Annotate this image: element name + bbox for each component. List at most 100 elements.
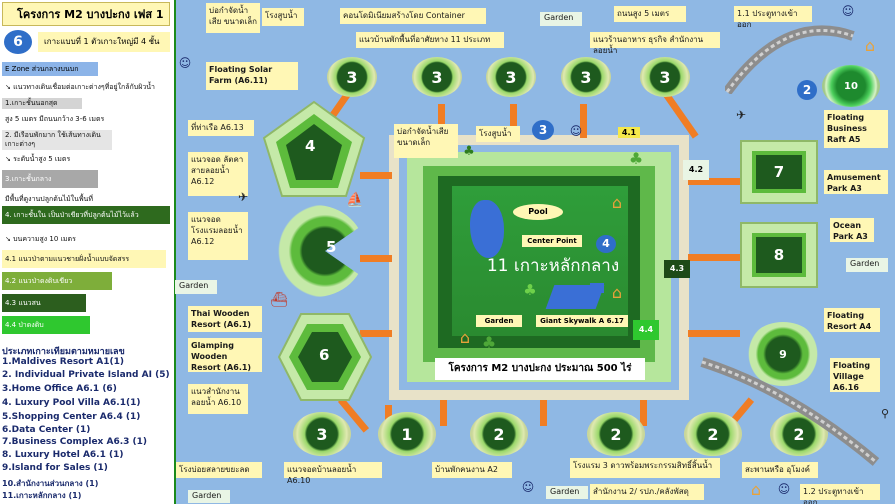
island-number: 2: [493, 424, 505, 444]
island-2-bottom-3: 2: [684, 412, 742, 456]
zone-4-1: 4.1: [618, 127, 640, 138]
ocean-park-label: Ocean Park A3: [830, 218, 874, 242]
glamping-label: Glamping Wooden Resort (A6.1): [188, 338, 262, 372]
island-2-bottom-2: 2: [587, 412, 645, 456]
floating-resort-label: Floating Resort A4: [824, 308, 880, 332]
island-number: 1: [401, 424, 413, 444]
island-3-top-3: 3: [486, 57, 536, 97]
office-row-label: แนวร้านอาหาร ธุรกิจ สำนักงานลอยน้ำ: [590, 32, 720, 55]
categories-title: ประเภทเกาะเทียมตามหมายเลข: [2, 347, 125, 357]
center-garden-label: Garden: [476, 315, 522, 327]
island-3-top-1: 3: [327, 57, 377, 97]
plank: [438, 104, 445, 138]
garden-label-right: Garden: [846, 258, 888, 272]
island-4-pentagon: [262, 100, 366, 197]
center-caption: โครงการ M2 บางปะกง ประมาณ 500 ไร่: [435, 358, 645, 380]
parking-label: แนวจอด ลัตคาสายลอยน้ำ A6.12: [188, 152, 248, 196]
zone-item-12: 4.3 แนวสน: [2, 294, 86, 312]
category-10: 10.สำนักงานส่วนกลาง (1): [2, 479, 99, 488]
zone-item-6: 3.เกาะชั้นกลาง: [2, 170, 98, 188]
phase-badge: 6: [4, 30, 32, 54]
business-raft-label: Floating Business Raft A5: [824, 110, 888, 148]
zone-item-7: มีพื้นที่ดูงานปลูกต้นไม้ในพื้นที่: [5, 195, 93, 203]
category-1: 1.Maldives Resort A1(1): [2, 357, 124, 367]
thai-wooden-label: Thai Wooden Resort (A6.1): [188, 306, 262, 332]
garden-label-bottom: Garden: [546, 486, 588, 499]
island-8-inner: 8: [752, 233, 806, 277]
solar-farm-label: Floating Solar Farm (A6.11): [206, 62, 298, 90]
phase-badge-number: 6: [13, 34, 23, 50]
island-1-bottom: 1: [378, 412, 436, 456]
main-island-title: 11 เกาะหลักกลาง: [486, 256, 620, 276]
entrance-1-label: 1.1 ประตูทางเข้าออก: [734, 6, 812, 29]
pool-text: Pool: [528, 207, 548, 216]
plank: [510, 104, 517, 138]
guard-icon: ☺: [178, 56, 192, 70]
house-icon: ⌂: [864, 35, 876, 55]
island-3-bottom: 3: [293, 412, 351, 456]
island-7-inner: 7: [752, 151, 806, 193]
tree-icon: ♣: [463, 143, 475, 159]
category-6: 6.Data Center (1): [2, 425, 91, 435]
island-number: 2: [707, 424, 719, 444]
island-number: 3: [431, 67, 443, 87]
houseboat-label: แนวจอดบ้านลอยน้ำ A6.10: [284, 462, 382, 485]
zone-item-9: ↘ บนความสูง 10 เมตร: [5, 235, 76, 243]
guard-icon: ☺: [569, 124, 583, 138]
plank: [540, 400, 547, 426]
island-number: 3: [316, 424, 328, 444]
zone-item-5: ↘ ระดับน้ำสูง 5 เมตร: [5, 155, 71, 163]
floating-village-label: Floating Village A6.16: [830, 358, 880, 392]
tree-icon: ♣: [481, 332, 497, 352]
island-subtitle: เกาะแบบที่ 1 ตัวเกาะใหญ่มี 4 ชั้น: [38, 32, 170, 52]
zone-item-4: 2. มีเรือนพักมาก ใช้เส้นทางเดินเกาะต่างๆ: [2, 130, 112, 150]
island-2-bottom-1: 2: [470, 412, 528, 456]
pump-label-center: โรงสูบน้ำ: [476, 126, 520, 142]
house-icon: ⌂: [459, 327, 471, 347]
garden-label-bottom-left: Garden: [188, 490, 230, 503]
house-row-label: แนวสำนักงาน ลอยน้ำ A6.10: [188, 384, 248, 414]
pond-left: [470, 200, 504, 258]
island-3-top-4: 3: [561, 57, 611, 97]
pool-label: Pool: [513, 204, 563, 220]
category-3: 3.Home Office A6.1 (6): [2, 384, 117, 394]
guard-icon: ☺: [521, 480, 535, 494]
island-9: 9: [745, 322, 821, 386]
bicycle-icon: ⚲: [880, 406, 890, 420]
marker-3: 3: [532, 120, 554, 140]
zone-item-8: 4. เกาะชั้นใน เป็นป่าเขียวที่ปลูกต้นไม้ไ…: [2, 206, 170, 224]
plank: [640, 400, 647, 426]
tree-icon: ♣: [628, 148, 644, 168]
zone-item-11: 4.2 แนวป่าดงดิบเขียว: [2, 272, 112, 290]
garden-label-left: Garden: [175, 280, 217, 294]
guard-icon: ☺: [841, 4, 855, 18]
plank: [580, 104, 587, 138]
center-point-label: Center Point: [522, 235, 582, 247]
skywalk-label: Giant Skywalk A 6.17: [536, 315, 628, 327]
pump-label-top: โรงสูบน้ำ: [262, 8, 304, 26]
boat-icon: ⛴: [270, 292, 288, 308]
waste-label-center: บ่อกำจัดน้ำเสีย ขนาดเล็ก: [394, 124, 458, 158]
plank: [688, 178, 740, 185]
hotel-row-label: แนวจอด โรงแรมลอยน้ำ A6.12: [188, 212, 248, 260]
plank: [440, 400, 447, 426]
island-6-hexagon: [277, 313, 373, 401]
marker-4: 4: [596, 235, 616, 253]
staff-housing-label: บ้านพักคนงาน A2: [432, 462, 512, 478]
bridge-bottom-right: [700, 357, 880, 466]
island-6-number: 6: [319, 346, 330, 364]
zone-4-2: 4.2: [683, 160, 709, 180]
category-5: 5.Shopping Center A6.4 (1): [2, 412, 141, 422]
house-icon: ⌂: [750, 479, 762, 499]
amusement-label: Amusement Park A3: [824, 170, 888, 194]
house-icon: ⌂: [611, 282, 623, 302]
zone-4-4: 4.4: [633, 320, 659, 340]
villas-label: แนวบ้านพักพื้นที่อาศัยทาง 11 ประเภท: [356, 32, 504, 48]
drone-icon: ✈: [237, 190, 249, 204]
plan-title: โครงการ M2 บางปะกง เฟส 1: [2, 2, 170, 26]
pond-bottom-2: [590, 283, 604, 293]
bridge-top-right: [725, 25, 855, 94]
category-8: 8. Luxury Hotel A6.1 (1): [2, 450, 124, 460]
island-number: 10: [844, 80, 858, 92]
sailboat-icon: ⛵: [346, 192, 364, 208]
